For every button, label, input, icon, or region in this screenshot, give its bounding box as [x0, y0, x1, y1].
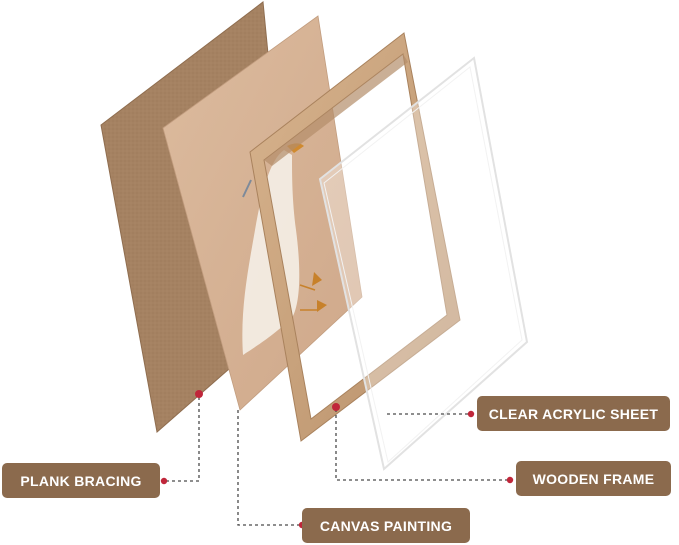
- clear-acrylic-sheet-label: CLEAR ACRYLIC SHEET: [477, 396, 670, 431]
- canvas-leader: [237, 410, 302, 526]
- frame-inner-edge: [264, 54, 408, 166]
- wooden-frame-label: WOODEN FRAME: [516, 461, 671, 496]
- acrylic-end-marker: [467, 410, 475, 418]
- frame-end-marker: [506, 476, 514, 484]
- plank-bracing-label: PLANK BRACING: [2, 463, 160, 498]
- frame-leader: [335, 409, 510, 481]
- plank-marker: [195, 390, 203, 398]
- leader-lines: [164, 397, 510, 526]
- plank-leader: [164, 397, 200, 482]
- clear-acrylic-sheet: [318, 56, 529, 471]
- plank-end-marker: [160, 477, 168, 485]
- frame-marker: [332, 403, 340, 411]
- canvas-painting-label: CANVAS PAINTING: [302, 508, 470, 543]
- acrylic-sheet-highlight: [323, 66, 523, 463]
